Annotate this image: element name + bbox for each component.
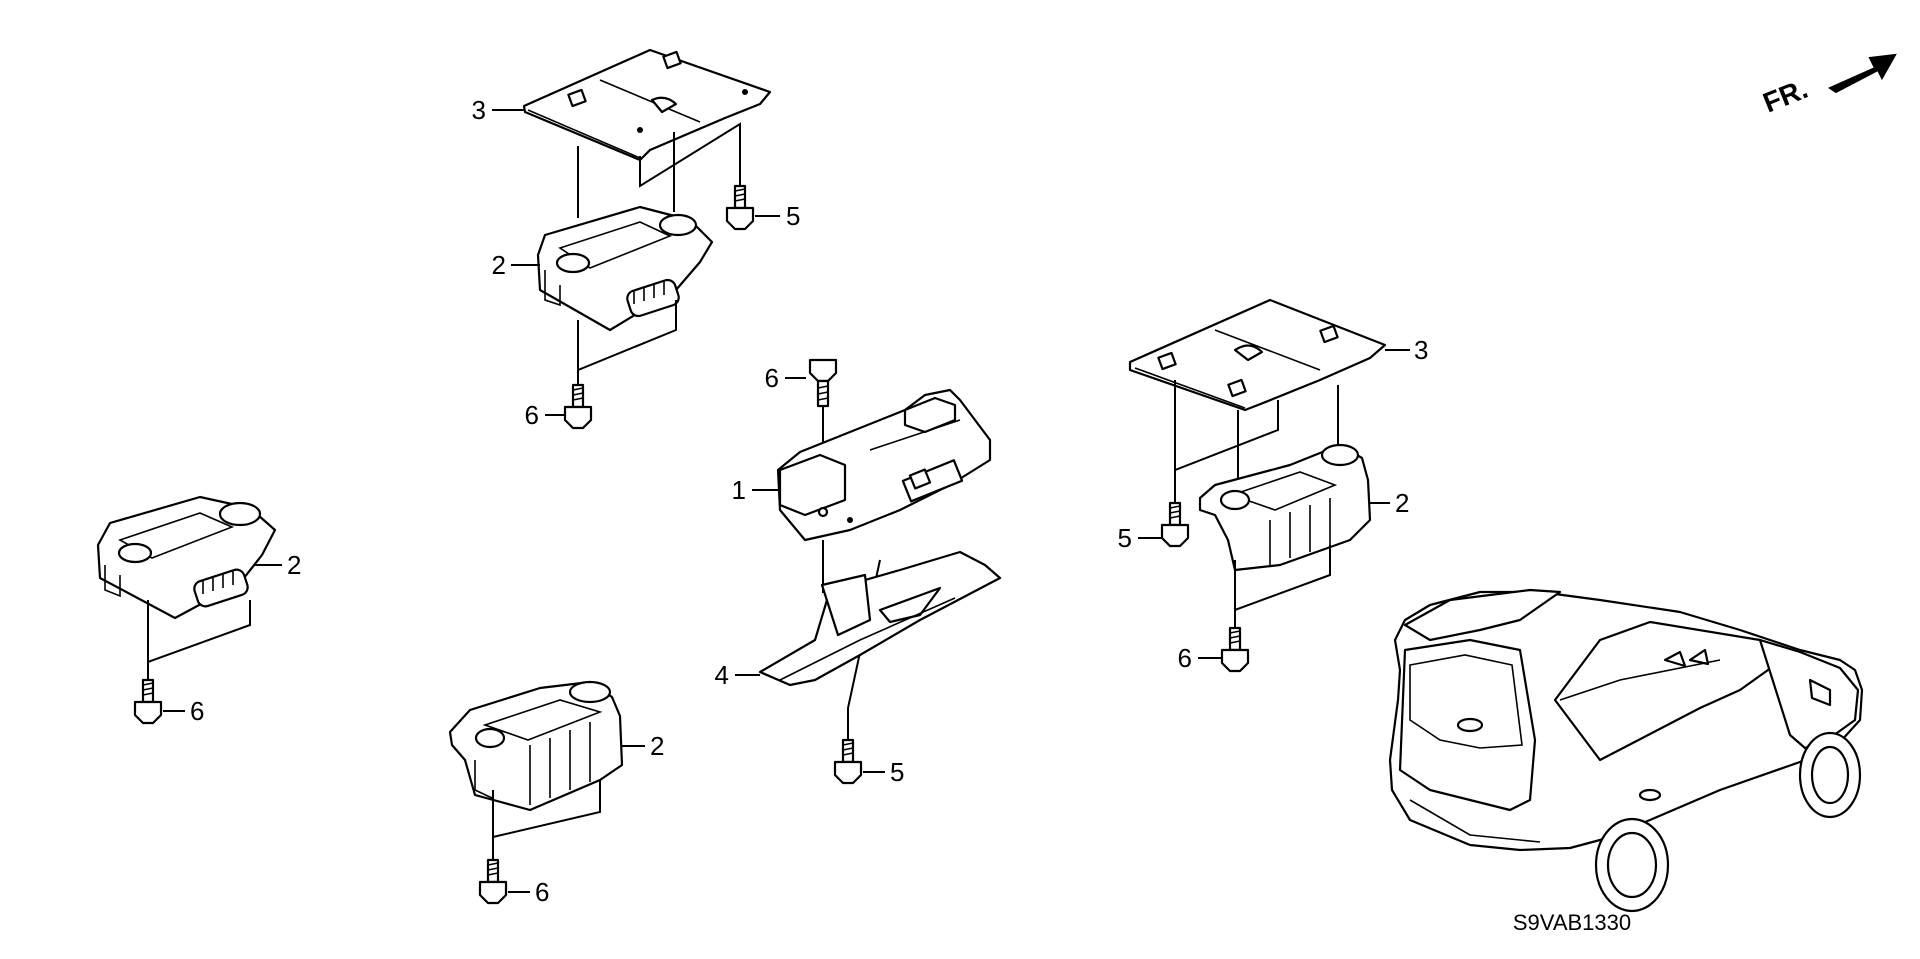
left-sensor-assembly: [96, 495, 282, 725]
bolt-6-center: [808, 358, 838, 408]
impact-sensor-lower-left: [448, 680, 624, 812]
bolt-5-right: [1160, 501, 1190, 548]
bolt-6-lower-left: [478, 858, 508, 905]
callout-6-center: 6: [765, 363, 779, 393]
lower-left-sensor-assembly: [448, 680, 645, 905]
callout-2-right: 2: [1395, 488, 1409, 518]
callout-2-upper: 2: [492, 250, 506, 280]
impact-sensor-right: [1198, 443, 1372, 572]
vehicle-location-view: [1388, 588, 1864, 913]
callout-3-upper: 3: [472, 95, 486, 125]
bolt-5-upper: [725, 184, 755, 231]
callout-2-lower-left: 2: [650, 731, 664, 761]
bolt-6-right: [1220, 626, 1250, 673]
callout-6-upper: 6: [525, 400, 539, 430]
callout-5-right: 5: [1118, 523, 1132, 553]
front-direction-indicator: FR.: [1759, 53, 1897, 119]
front-arrow-icon: [1827, 53, 1897, 94]
callout-5-upper: 5: [786, 201, 800, 231]
srs-unit-bracket: [758, 550, 1002, 687]
right-sensor-assembly: [1128, 298, 1410, 673]
bolt-5-center: [833, 738, 863, 785]
callout-5-center: 5: [890, 757, 904, 787]
callout-4: 4: [715, 660, 729, 690]
upper-sensor-assembly: [492, 48, 780, 430]
impact-sensor-upper: [536, 205, 714, 332]
diagram-code: S9VAB1330: [1513, 910, 1631, 935]
callout-3-right: 3: [1414, 335, 1428, 365]
callout-labels: 3 2 5 6 2 6 2 6 6 1 4 5 3 2 5 6: [190, 95, 1428, 907]
callout-2-left: 2: [287, 550, 301, 580]
callout-6-lower-left: 6: [535, 877, 549, 907]
callout-6-right: 6: [1178, 643, 1192, 673]
bolt-6-left: [133, 678, 163, 725]
callout-1: 1: [732, 475, 746, 505]
callout-6-left: 6: [190, 696, 204, 726]
direction-label: FR.: [1759, 73, 1812, 119]
bolt-6-upper: [563, 383, 593, 430]
sensor-bracket-top: [522, 48, 772, 162]
center-srs-unit-assembly: [735, 358, 1002, 785]
